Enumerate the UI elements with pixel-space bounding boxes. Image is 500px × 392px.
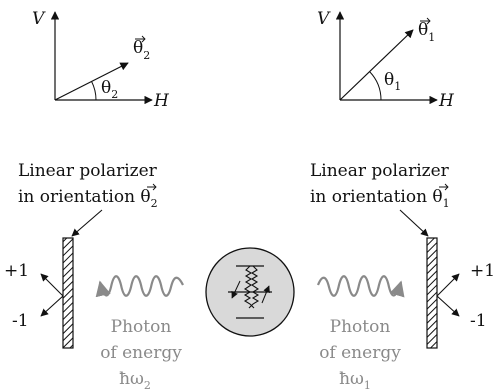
source-cascade-right [248,265,260,309]
left-polarizer-theta-accent [147,183,157,191]
left-v-label: V [32,9,46,29]
right-minus-arrow [436,295,460,317]
right-photon-wave [316,275,405,298]
left-h-label: H [153,91,170,111]
left-vector-arrow-accent [135,35,146,43]
left-caption-pointer [71,209,103,237]
source-cascade-left [243,265,255,309]
photon-source [205,247,295,337]
left-photon-line1: Photon [111,317,172,337]
left-photon-wave [95,275,184,298]
right-photon-line1: Photon [330,317,391,337]
right-vector [339,29,414,101]
right-h-label: H [438,91,455,111]
left-minus-label: -1 [12,311,29,331]
right-plus-arrow [436,273,460,297]
source-emission-right [261,285,270,304]
left-polarizer-line2: in orientation θ2 [18,187,158,210]
right-v-label: V [317,9,331,29]
right-axes: V H θ1 θ1 [317,9,455,111]
right-polarizer-caption: Linear polarizer in orientation θ1 [310,161,450,237]
right-caption-pointer [399,209,429,237]
right-polarizer: +1 -1 [426,237,495,349]
right-photon-line2: of energy [319,343,401,363]
right-photon-caption: Photon of energy ħω1 [319,317,401,392]
left-polarizer-caption: Linear polarizer in orientation θ2 [18,161,158,237]
right-polarizer-line2: in orientation θ1 [310,187,450,210]
left-photon-caption: Photon of energy ħω2 [100,317,182,392]
left-plus-arrow [40,273,64,297]
right-polarizer-plate [426,237,438,349]
left-photon-line2: of energy [100,343,182,363]
left-vector-label: θ2 [133,38,150,62]
right-plus-label: +1 [470,261,495,281]
right-vector-label: θ1 [418,20,435,44]
right-minus-label: -1 [470,311,487,331]
right-angle-label: θ1 [384,70,401,93]
right-angle-arc [369,71,382,101]
left-photon-energy: ħω2 [119,369,151,392]
right-vector-arrow-accent [420,17,431,25]
left-polarizer: +1 -1 [4,237,74,349]
left-polarizer-plate [62,237,74,349]
left-angle-label: θ2 [101,78,118,101]
right-polarizer-line1: Linear polarizer [310,161,450,181]
source-emission-left [231,280,241,299]
left-polarizer-line1: Linear polarizer [18,161,158,181]
left-axes: V H θ2 θ2 [32,9,170,111]
left-vector [54,62,129,101]
left-angle-arc [91,81,97,101]
left-plus-label: +1 [4,261,29,281]
right-polarizer-theta-accent [439,183,449,191]
right-photon-energy: ħω1 [339,369,371,392]
left-minus-arrow [40,295,64,317]
